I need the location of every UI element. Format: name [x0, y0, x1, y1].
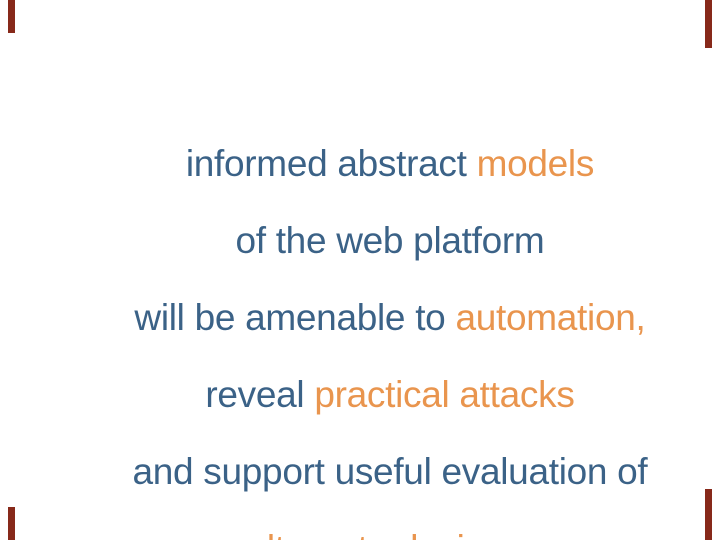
text-segment: reveal	[205, 374, 315, 415]
text-line-1: informed abstract models	[0, 48, 720, 184]
slide-text-block: informed abstract models of the web plat…	[0, 48, 720, 540]
text-segment: automation,	[455, 297, 646, 338]
text-line-4: reveal practical attacks	[0, 279, 720, 415]
text-line-5: and support useful evaluation of	[0, 356, 720, 492]
text-segment: will be amenable to	[134, 297, 456, 338]
frame-accent-top-left	[8, 0, 15, 33]
frame-accent-top-right	[705, 0, 712, 48]
text-segment: and support useful evaluation of	[132, 451, 648, 492]
frame-accent-bottom-right	[705, 489, 712, 540]
frame-accent-bottom-left	[8, 507, 15, 540]
text-segment: practical attacks	[314, 374, 575, 415]
text-line-6: alternate designs.	[0, 433, 720, 540]
text-segment: models	[476, 143, 595, 184]
text-segment: alternate designs.	[247, 528, 534, 540]
text-line-2: of the web platform	[0, 125, 720, 261]
text-segment: of the web platform	[235, 220, 545, 261]
text-line-3: will be amenable to automation,	[0, 202, 720, 338]
text-segment: informed abstract	[185, 143, 477, 184]
